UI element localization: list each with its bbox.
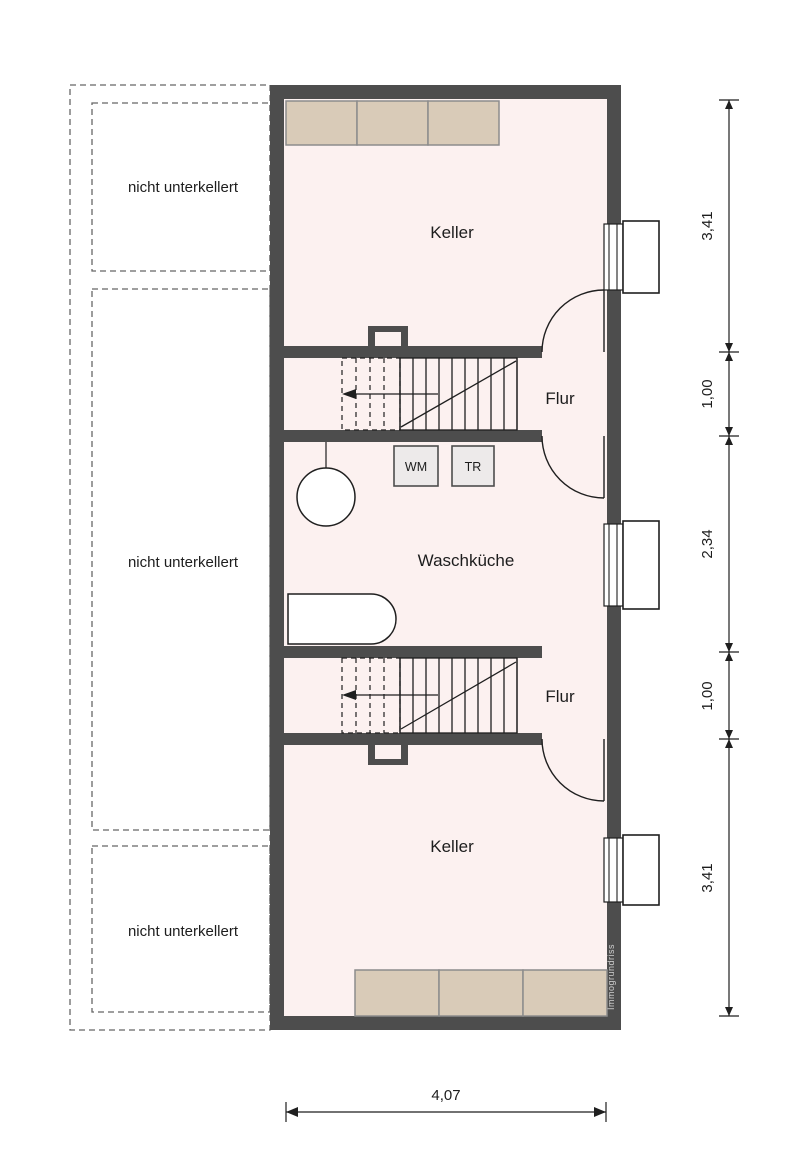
no-basement-label-1: nicht unterkellert	[128, 179, 239, 196]
window-middle-glass	[608, 524, 618, 606]
washing-machine: WM	[393, 445, 439, 487]
wall-waschkueche-flur-bottom	[284, 646, 542, 658]
boiler-circle	[296, 467, 356, 527]
no-basement-label-3: nicht unterkellert	[128, 923, 239, 940]
dimension-bottom: 4,07	[285, 1087, 607, 1122]
door-arc-top	[541, 289, 605, 353]
dim-label-bottom: 4,07	[431, 1087, 460, 1104]
shelf-bottom-2	[438, 969, 524, 1017]
window-bottom-glass	[608, 838, 618, 902]
door-flur-waschkueche	[541, 435, 605, 499]
dim-label-right-4: 1,00	[699, 681, 716, 710]
door-keller-top-flur	[541, 289, 605, 353]
dim-label-right-5: 3,41	[699, 863, 716, 892]
staircase-bottom	[341, 657, 518, 734]
dimension-chain-right: 3,41 1,00 2,34 1,00 3,41	[699, 99, 739, 1017]
wall-flur-keller-bottom	[284, 733, 542, 745]
brand-watermark: Immogrundriss	[606, 944, 616, 1010]
window-middle-opening	[603, 523, 624, 607]
dryer-label: TR	[465, 460, 482, 474]
chimney-top-inner	[375, 332, 401, 346]
window-middle	[603, 520, 660, 610]
shelf-top-1	[285, 100, 358, 146]
room-label-keller-bottom: Keller	[430, 837, 474, 856]
wall-flur-waschkueche	[284, 430, 542, 442]
dim-label-right-2: 1,00	[699, 379, 716, 408]
chimney-bottom	[368, 745, 408, 765]
building-interior	[284, 99, 607, 1016]
dim-label-right-1: 3,41	[699, 211, 716, 240]
dryer-box	[451, 445, 495, 487]
stair-diagonal-top	[400, 360, 517, 428]
shelf-top-2	[356, 100, 429, 146]
stair-dashed-box-bottom	[341, 657, 401, 734]
window-top	[603, 220, 660, 294]
shelf-top-3	[427, 100, 500, 146]
door-arc-bottom	[541, 738, 605, 802]
dim-label-right-3: 2,34	[699, 529, 716, 558]
bathtub	[287, 593, 397, 645]
shelf-bottom-3	[522, 969, 608, 1017]
stair-direction-arrowhead-bottom	[342, 690, 356, 700]
window-top-glass	[608, 224, 618, 290]
dryer: TR	[451, 445, 495, 487]
shelf-bottom-1	[354, 969, 440, 1017]
window-bottom-sill	[622, 834, 660, 906]
room-label-flur-top: Flur	[545, 389, 575, 408]
door-flur-keller-bottom	[541, 738, 605, 802]
door-arc-middle	[541, 435, 605, 499]
window-middle-sill	[622, 520, 660, 610]
no-basement-label-2: nicht unterkellert	[128, 554, 239, 571]
room-label-flur-bottom: Flur	[545, 687, 575, 706]
room-label-waschkueche: Waschküche	[418, 551, 515, 570]
stair-diagonal-bottom	[400, 661, 517, 730]
washer-box	[393, 445, 439, 487]
shelves-bottom	[354, 969, 608, 1017]
window-top-opening	[603, 223, 624, 291]
window-bottom	[603, 834, 660, 906]
chimney-bottom-inner	[375, 745, 401, 759]
wall-keller-flur-top	[284, 346, 542, 358]
room-label-keller-top: Keller	[430, 223, 474, 242]
shelves-top	[285, 100, 500, 146]
window-top-sill	[622, 220, 660, 294]
staircase-top	[341, 357, 518, 431]
chimney-top	[368, 326, 408, 346]
stair-direction-arrowhead-top	[342, 389, 356, 399]
washer-label: WM	[405, 460, 427, 474]
window-bottom-opening	[603, 837, 624, 903]
